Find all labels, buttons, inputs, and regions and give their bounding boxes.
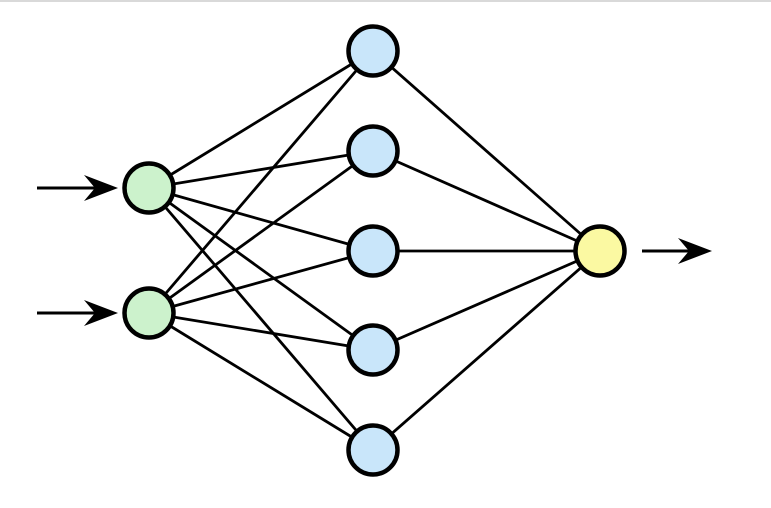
input-arrow-2 [37, 300, 118, 326]
edge-h2-o1 [372, 149, 601, 253]
edge-i1-h5 [147, 187, 375, 451]
edges-group [147, 49, 601, 452]
input-node-1 [122, 161, 176, 215]
hidden-node-2 [346, 124, 400, 178]
hidden-node-3 [346, 224, 400, 278]
input-arrow-2-head-icon [84, 300, 118, 326]
edge-h1-o1 [372, 49, 601, 253]
edge-i1-h4 [148, 186, 374, 352]
edge-i2-h2 [148, 149, 374, 315]
input-arrow-1 [37, 175, 118, 201]
edge-h5-o1 [372, 249, 601, 452]
edge-i1-h1 [148, 49, 374, 190]
edge-i1-h3 [148, 186, 374, 253]
top-border-line [0, 0, 771, 2]
hidden-node-1 [346, 24, 400, 78]
output-node-1 [573, 224, 627, 278]
edge-i1-h2 [148, 149, 374, 190]
edge-h4-o1 [372, 249, 601, 352]
output-arrow-head-icon [678, 238, 712, 264]
edge-i2-h5 [148, 311, 374, 452]
input-arrow-1-head-icon [84, 175, 118, 201]
input-node-2 [122, 286, 176, 340]
hidden-node-5 [346, 423, 400, 477]
edge-i2-h1 [147, 50, 375, 314]
edge-i2-h4 [148, 311, 374, 352]
nodes-group [122, 24, 627, 477]
hidden-node-4 [346, 323, 400, 377]
output-arrow [642, 238, 712, 264]
edge-i2-h3 [148, 249, 374, 315]
arrows-group [37, 175, 712, 326]
